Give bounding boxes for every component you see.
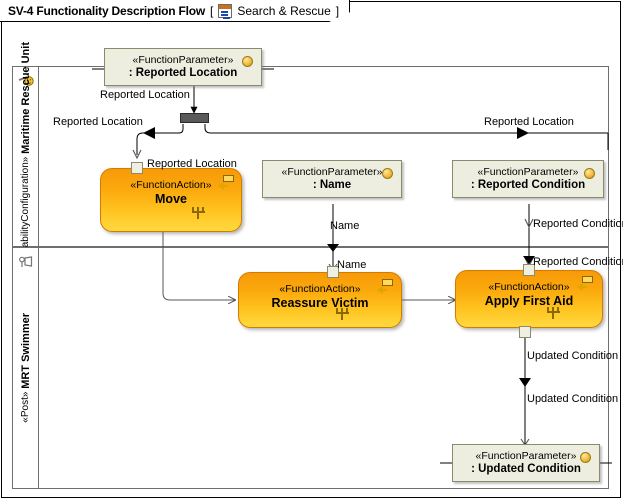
- activity-diagram-icon: [218, 3, 233, 18]
- streaming-parameter-icon: [577, 276, 593, 291]
- node-stereotype: «FunctionParameter»: [477, 166, 579, 178]
- edge-label-updated-condition-in: Updated Condition: [527, 393, 619, 405]
- edge-label-reported-condition-in: Reported Condition: [533, 256, 623, 268]
- swimlane-name: MRT Swimmer: [19, 313, 32, 389]
- node-name: Apply First Aid: [484, 294, 574, 308]
- node-name: Move: [155, 192, 187, 206]
- diagram-frame-title-tab: SV-4 Functionality Description Flow [ Se…: [0, 0, 351, 22]
- node-stereotype: «FunctionParameter»: [475, 450, 577, 462]
- frame-bracket-close: ]: [335, 3, 340, 18]
- call-behavior-rake-icon: [336, 308, 349, 320]
- call-behavior-rake-icon: [547, 307, 560, 319]
- node-stereotype: «FunctionAction»: [279, 283, 361, 295]
- edge-label-name-out: Name: [330, 220, 360, 232]
- swimlane-header-maritime-rescue-unit[interactable]: «CapabilityConfiguration» Maritime Rescu…: [13, 42, 39, 271]
- node-name: : Reported Condition: [470, 179, 586, 191]
- node-name: : Updated Condition: [471, 463, 581, 475]
- streaming-parameter-icon: [377, 279, 393, 294]
- call-behavior-rake-icon: [192, 207, 205, 219]
- edge-label-reported-condition-out: Reported Condition: [533, 218, 623, 230]
- node-name: : Reported Location: [128, 67, 238, 79]
- frame-context-label: Search & Rescue: [237, 3, 331, 18]
- pin-move-reported-location-in[interactable]: [131, 162, 143, 174]
- node-name: Reassure Victim: [271, 296, 369, 310]
- swimlane-header-mrt-swimmer[interactable]: «Post» MRT Swimmer: [13, 248, 39, 488]
- pin-apply-first-aid-updated-out[interactable]: [519, 326, 531, 338]
- node-stereotype: «FunctionAction»: [488, 281, 570, 293]
- pin-reassure-victim-name-in[interactable]: [327, 266, 339, 278]
- parameter-ball-icon: [382, 168, 393, 179]
- parameter-ball-icon: [242, 56, 253, 67]
- edge-label-fork-to-move: Reported Location: [53, 116, 143, 128]
- swimlane-name: Maritime Rescue Unit: [19, 41, 32, 154]
- swimlane-mrt-swimmer[interactable]: «Post» MRT Swimmer: [12, 247, 609, 489]
- node-stereotype: «FunctionAction»: [130, 179, 212, 191]
- page-title: SV-4 Functionality Description Flow: [8, 3, 206, 18]
- parameter-ball-icon: [584, 168, 595, 179]
- swimlane-label-maritime-rescue-unit: «CapabilityConfiguration» Maritime Rescu…: [20, 42, 32, 271]
- fork-bar-reported-location[interactable]: [180, 113, 209, 123]
- node-param-reported-condition[interactable]: «FunctionParameter» : Reported Condition: [452, 160, 604, 198]
- node-param-reported-location[interactable]: «FunctionParameter» : Reported Location: [104, 48, 262, 86]
- swimlane-maritime-rescue-unit[interactable]: «CapabilityConfiguration» Maritime Rescu…: [12, 42, 609, 271]
- pin-apply-first-aid-condition-in[interactable]: [523, 264, 535, 276]
- streaming-parameter-icon: [218, 175, 234, 190]
- node-param-updated-condition[interactable]: «FunctionParameter» : Updated Condition: [452, 444, 600, 482]
- edge-label-name-in: Name: [337, 259, 367, 271]
- edge-label-updated-condition-out: Updated Condition: [527, 350, 619, 362]
- node-action-reassure-victim[interactable]: «FunctionAction» Reassure Victim: [238, 272, 402, 328]
- node-param-name[interactable]: «FunctionParameter» : Name: [262, 160, 402, 198]
- node-action-move[interactable]: «FunctionAction» Move: [100, 168, 242, 232]
- node-name: : Name: [312, 179, 352, 191]
- frame-bracket-open: [: [210, 3, 214, 18]
- edge-label-fork-to-right: Reported Location: [484, 116, 574, 128]
- node-action-apply-first-aid[interactable]: «FunctionAction» Apply First Aid: [455, 270, 603, 328]
- edge-label-move-pin-in: Reported Location: [147, 158, 237, 170]
- swimlane-label-mrt-swimmer: «Post» MRT Swimmer: [20, 313, 32, 423]
- edge-label-reported-location-to-fork: Reported Location: [100, 89, 190, 101]
- node-stereotype: «FunctionParameter»: [281, 166, 383, 178]
- swimlane-stereotype: «Post»: [19, 391, 31, 423]
- node-stereotype: «FunctionParameter»: [132, 54, 234, 66]
- capability-configuration-icon: [18, 76, 34, 86]
- post-actor-icon: [19, 256, 33, 267]
- parameter-ball-icon: [580, 452, 591, 463]
